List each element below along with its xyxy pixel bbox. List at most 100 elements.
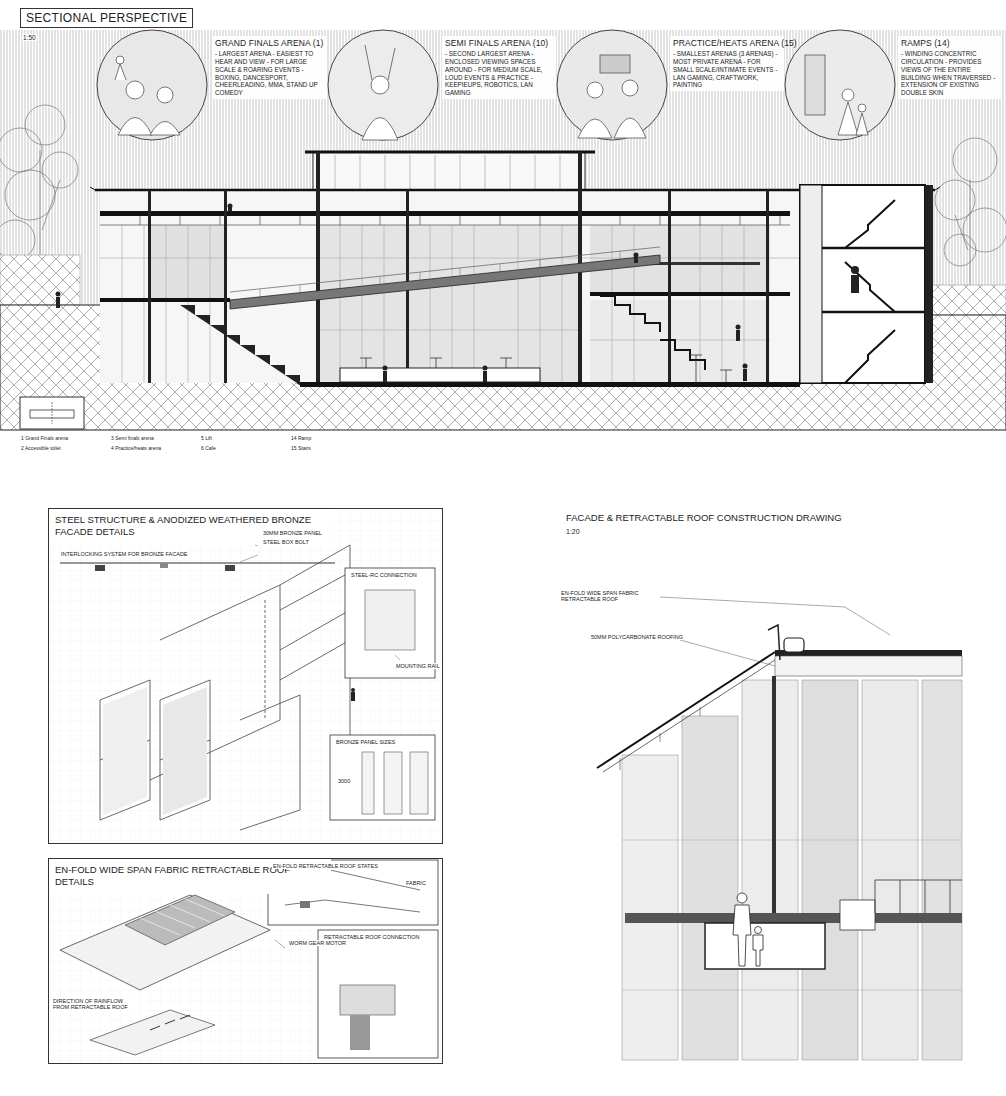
drawing-circle — [944, 234, 976, 266]
annotation-label: 30MM BRONZE PANEL — [262, 530, 323, 536]
drawing-rect — [634, 257, 638, 263]
annotation-label: DIRECTION OF RAINFLOW FROM RETRACTABLE R… — [52, 998, 139, 1011]
drawing-rect — [772, 676, 776, 916]
drawing-rect — [160, 563, 168, 568]
drawing-rect — [625, 913, 962, 923]
drawing-path — [160, 680, 210, 820]
annotation-label: FABRIC — [405, 880, 427, 886]
drawing-path — [578, 119, 612, 138]
drawing-rect — [56, 297, 60, 308]
annotation-label: 6 Cafe — [200, 446, 217, 452]
drawing-g — [56, 204, 860, 383]
drawing-circle — [351, 688, 355, 692]
drawing-g — [97, 30, 895, 140]
drawing-rect — [590, 300, 770, 383]
drawing-rect — [590, 292, 790, 296]
annotation-label: 3 Semi finals arena — [110, 436, 155, 442]
drawing-rect — [668, 190, 671, 383]
drawing-path — [768, 625, 780, 660]
drawing-rect — [805, 55, 825, 115]
drawing-path — [265, 600, 266, 720]
drawing-rect — [743, 369, 747, 381]
drawing-circle — [328, 30, 438, 140]
body-text: - LARGEST ARENA - EASIEST TO HEAR AND VI… — [215, 50, 323, 97]
drawing-rect — [682, 716, 738, 1060]
drawing-circle — [371, 76, 389, 94]
drawing-rect — [922, 680, 962, 1060]
drawing-path — [614, 118, 646, 138]
drawing-path — [733, 905, 751, 966]
drawing-rect — [313, 152, 585, 190]
annotation-label: 1 Grand Finals arena — [20, 436, 69, 442]
drawing-path — [100, 258, 800, 340]
drawing-rect — [775, 656, 962, 676]
annotation-label: STEEL BOX BOLT — [262, 539, 310, 545]
drawing-rect — [351, 692, 355, 701]
drawing-rect — [340, 368, 540, 382]
drawing-path — [100, 225, 790, 226]
drawing-rect — [862, 680, 918, 1060]
drawing-rect — [622, 755, 678, 1060]
annotation-label: 3000 — [337, 778, 351, 784]
annotation-label: 50MM POLYCARBONATE ROOFING — [590, 634, 684, 640]
annotation-label: EN-FOLD RETRACTABLE ROOF STATES — [272, 863, 379, 869]
drawing-path — [620, 707, 700, 770]
drawing-rect — [48, 508, 443, 844]
drawing-circle — [634, 253, 639, 258]
annotation-label: INTERLOCKING SYSTEM FOR BRONZE FACADE — [60, 551, 189, 557]
drawing-circle — [755, 927, 762, 934]
detail-panel: STEEL STRUCTURE & ANODIZED WEATHERED BRO… — [48, 508, 443, 844]
drawing-rect — [383, 371, 387, 382]
drawing-g — [733, 893, 763, 966]
drawing-rect — [228, 208, 232, 212]
drawing-rect — [736, 330, 740, 341]
drawing-rect — [150, 225, 225, 300]
arena-description: GRAND FINALS ARENA (1)- LARGEST ARENA - … — [212, 36, 326, 99]
drawing-path — [597, 652, 775, 768]
annotation-label: 5 Lift — [200, 436, 213, 442]
body-text: - SECOND LARGEST ARENA - ENCLOSED VIEWIN… — [445, 50, 553, 97]
drawing-rect — [318, 930, 438, 1058]
drawing-rect — [766, 190, 769, 383]
drawing-rect — [742, 680, 798, 1060]
body-text: - WINDING CONCENTRIC CIRCULATION - PROVI… — [901, 50, 999, 97]
drawing-path — [180, 305, 300, 385]
arena-description: SEMI FINALS ARENA (10)- SECOND LARGEST A… — [442, 36, 556, 99]
drawing-circle — [116, 56, 124, 64]
drawing-path — [603, 660, 775, 772]
drawing-g — [100, 216, 790, 225]
drawing-path — [362, 118, 398, 141]
drawing-circle — [737, 893, 747, 903]
drawing-path — [600, 296, 660, 332]
drawing-rect — [318, 225, 580, 383]
board-title: SECTIONAL PERSPECTIVE — [20, 8, 193, 28]
drawing-circle — [157, 87, 173, 103]
drawing-rect — [784, 638, 804, 652]
drawing-rect — [224, 190, 227, 383]
drawing-g — [360, 355, 732, 383]
drawing-circle — [0, 220, 35, 260]
drawing-rect — [800, 185, 925, 383]
drawing-path — [52, 402, 53, 424]
drawing-circle — [851, 266, 859, 274]
drawing-rect — [316, 152, 320, 383]
drawing-circle — [935, 180, 975, 220]
drawing-g — [148, 152, 769, 383]
drawing-circle — [743, 364, 748, 369]
drawing-rect — [95, 565, 105, 571]
drawing-path — [856, 113, 868, 135]
drawing-path — [115, 64, 126, 80]
drawing-rect — [384, 752, 402, 814]
annotation-label: MOUNTING RAIL — [395, 663, 441, 669]
drawing-path — [335, 155, 560, 190]
drawing-g — [362, 752, 428, 814]
drawing-rect — [0, 255, 80, 305]
drawing-path — [365, 45, 395, 80]
drawing-rect — [148, 190, 151, 383]
drawing-circle — [622, 80, 638, 96]
drawing-path — [822, 248, 925, 312]
drawing-circle — [785, 30, 895, 140]
drawing-path — [150, 122, 180, 136]
drawing-circle — [0, 128, 42, 172]
drawing-circle — [483, 366, 488, 371]
